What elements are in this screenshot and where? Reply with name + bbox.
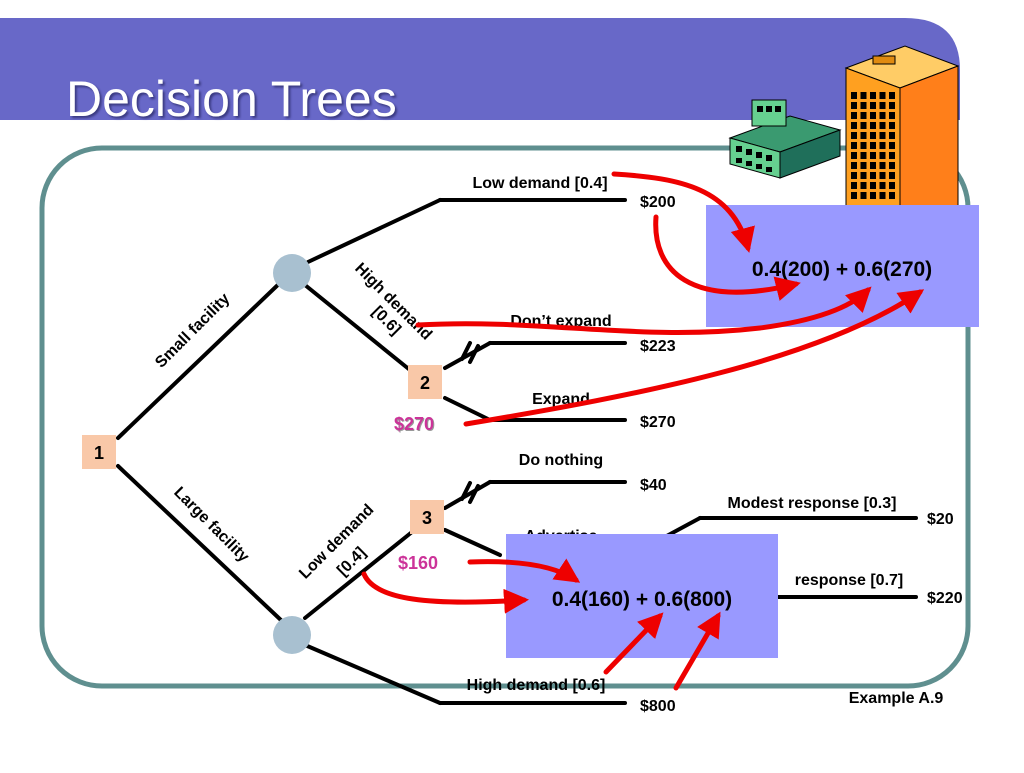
ev-box-small-text: 0.4(200) + 0.6(270): [752, 258, 932, 281]
payoff-expand: $270: [640, 414, 676, 431]
decision-node-2: [408, 365, 442, 399]
tall-building-icon: [844, 45, 960, 209]
decision-node-3-label: 3: [422, 508, 432, 528]
branch-label-modest-response: Modest response [0.3]: [728, 495, 897, 512]
arrow-low-demand-prob: [611, 171, 755, 253]
payoff-dont-expand: $223: [640, 338, 676, 355]
branch-label-high-demand-large: High demand [0.6]: [467, 677, 606, 694]
decision-node-1: [82, 435, 116, 469]
branch-label-do-nothing: Do nothing: [519, 452, 603, 469]
decision-node-3: [410, 500, 444, 534]
arrow-200-payoff: [653, 214, 801, 301]
arrow-high-demand-large-prob: [603, 612, 664, 675]
content-frame: [39, 145, 971, 689]
payoff-low-demand-small: $200: [640, 194, 676, 211]
rollback-value-node2: $270: [394, 414, 434, 434]
rollback-value-node3: $160: [398, 553, 438, 573]
ev-box-large-text: 0.4(160) + 0.6(800): [552, 588, 732, 611]
arrow-800-payoff: [673, 611, 721, 691]
decision-node-2-label: 2: [420, 373, 430, 393]
header-bar: [0, 18, 960, 120]
chance-node-large: [273, 616, 311, 654]
small-building-icon: [728, 99, 842, 179]
slide-title: Decision Trees: [66, 71, 397, 127]
payoff-do-nothing: $40: [640, 477, 667, 494]
branch-label-low-demand-small: Low demand [0.4]: [472, 175, 607, 192]
rollback-arrows: [361, 171, 925, 691]
arrow-160-value: [467, 558, 581, 583]
payoff-modest-response: $20: [927, 511, 954, 528]
chance-node-small: [273, 254, 311, 292]
tree-lines: [116, 198, 918, 705]
payoff-high-demand-large: $800: [640, 698, 676, 715]
branch-label-small-facility: Small facility: [152, 290, 233, 371]
arrow-high-demand-prob: [415, 286, 872, 335]
example-caption: Example A.9: [849, 690, 944, 707]
decision-node-1-label: 1: [94, 443, 104, 463]
branch-label-sizable-response: response [0.7]: [795, 572, 903, 589]
arrow-270-value: [463, 289, 925, 427]
payoff-sizable-response: $220: [927, 590, 963, 607]
arrow-low-demand-large-prob: [361, 571, 529, 614]
